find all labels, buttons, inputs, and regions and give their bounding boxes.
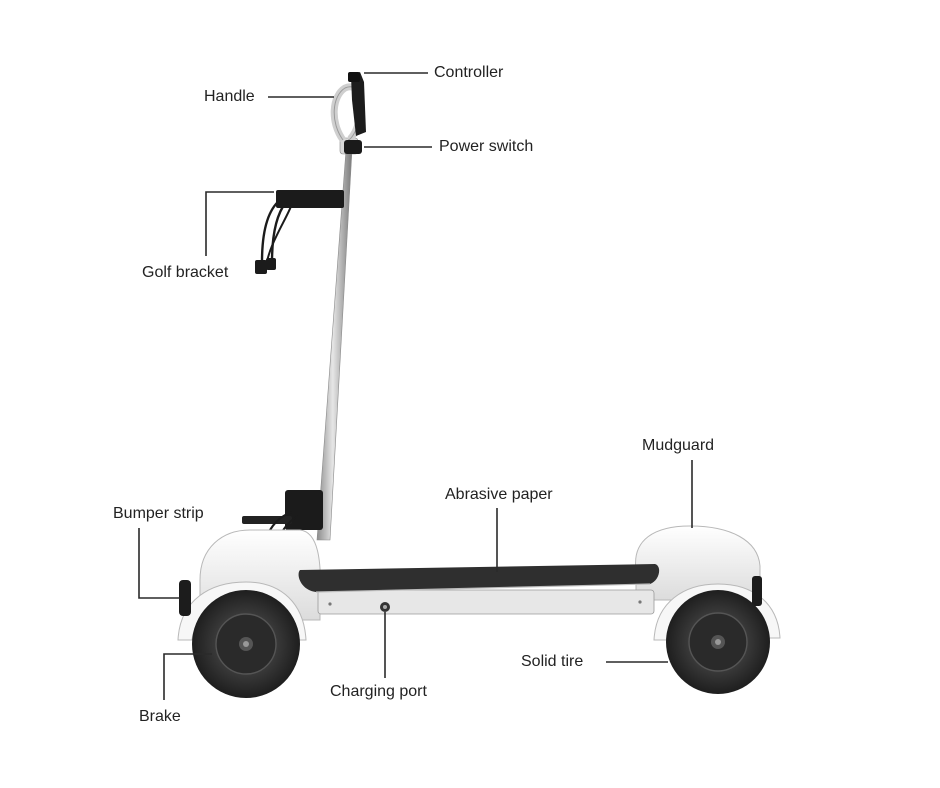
label-abrasive-paper: Abrasive paper — [445, 486, 553, 503]
golf-bracket-leader — [205, 191, 274, 256]
controller-unit — [348, 72, 366, 136]
label-mudguard: Mudguard — [642, 437, 715, 454]
label-brake: Brake — [139, 708, 181, 725]
rear-wheel — [192, 590, 300, 698]
label-solid-tire: Solid tire — [521, 653, 584, 670]
label-charging-port: Charging port — [330, 683, 427, 700]
golf-bracket-upper — [255, 190, 344, 274]
label-golf-bracket: Golf bracket — [142, 264, 229, 281]
label-power-switch: Power switch — [439, 138, 534, 155]
front-body — [635, 525, 781, 641]
front-wheel — [666, 590, 770, 694]
power-switch-unit — [344, 140, 362, 154]
bumper-strip-leader — [138, 528, 180, 599]
label-controller: Controller — [434, 64, 504, 81]
bumper-strip-shape — [179, 580, 191, 616]
leader-lines — [138, 72, 693, 700]
deck — [298, 564, 660, 615]
brake-leader — [163, 653, 212, 700]
label-bumper-strip: Bumper strip — [113, 505, 204, 522]
label-handle: Handle — [204, 88, 255, 105]
